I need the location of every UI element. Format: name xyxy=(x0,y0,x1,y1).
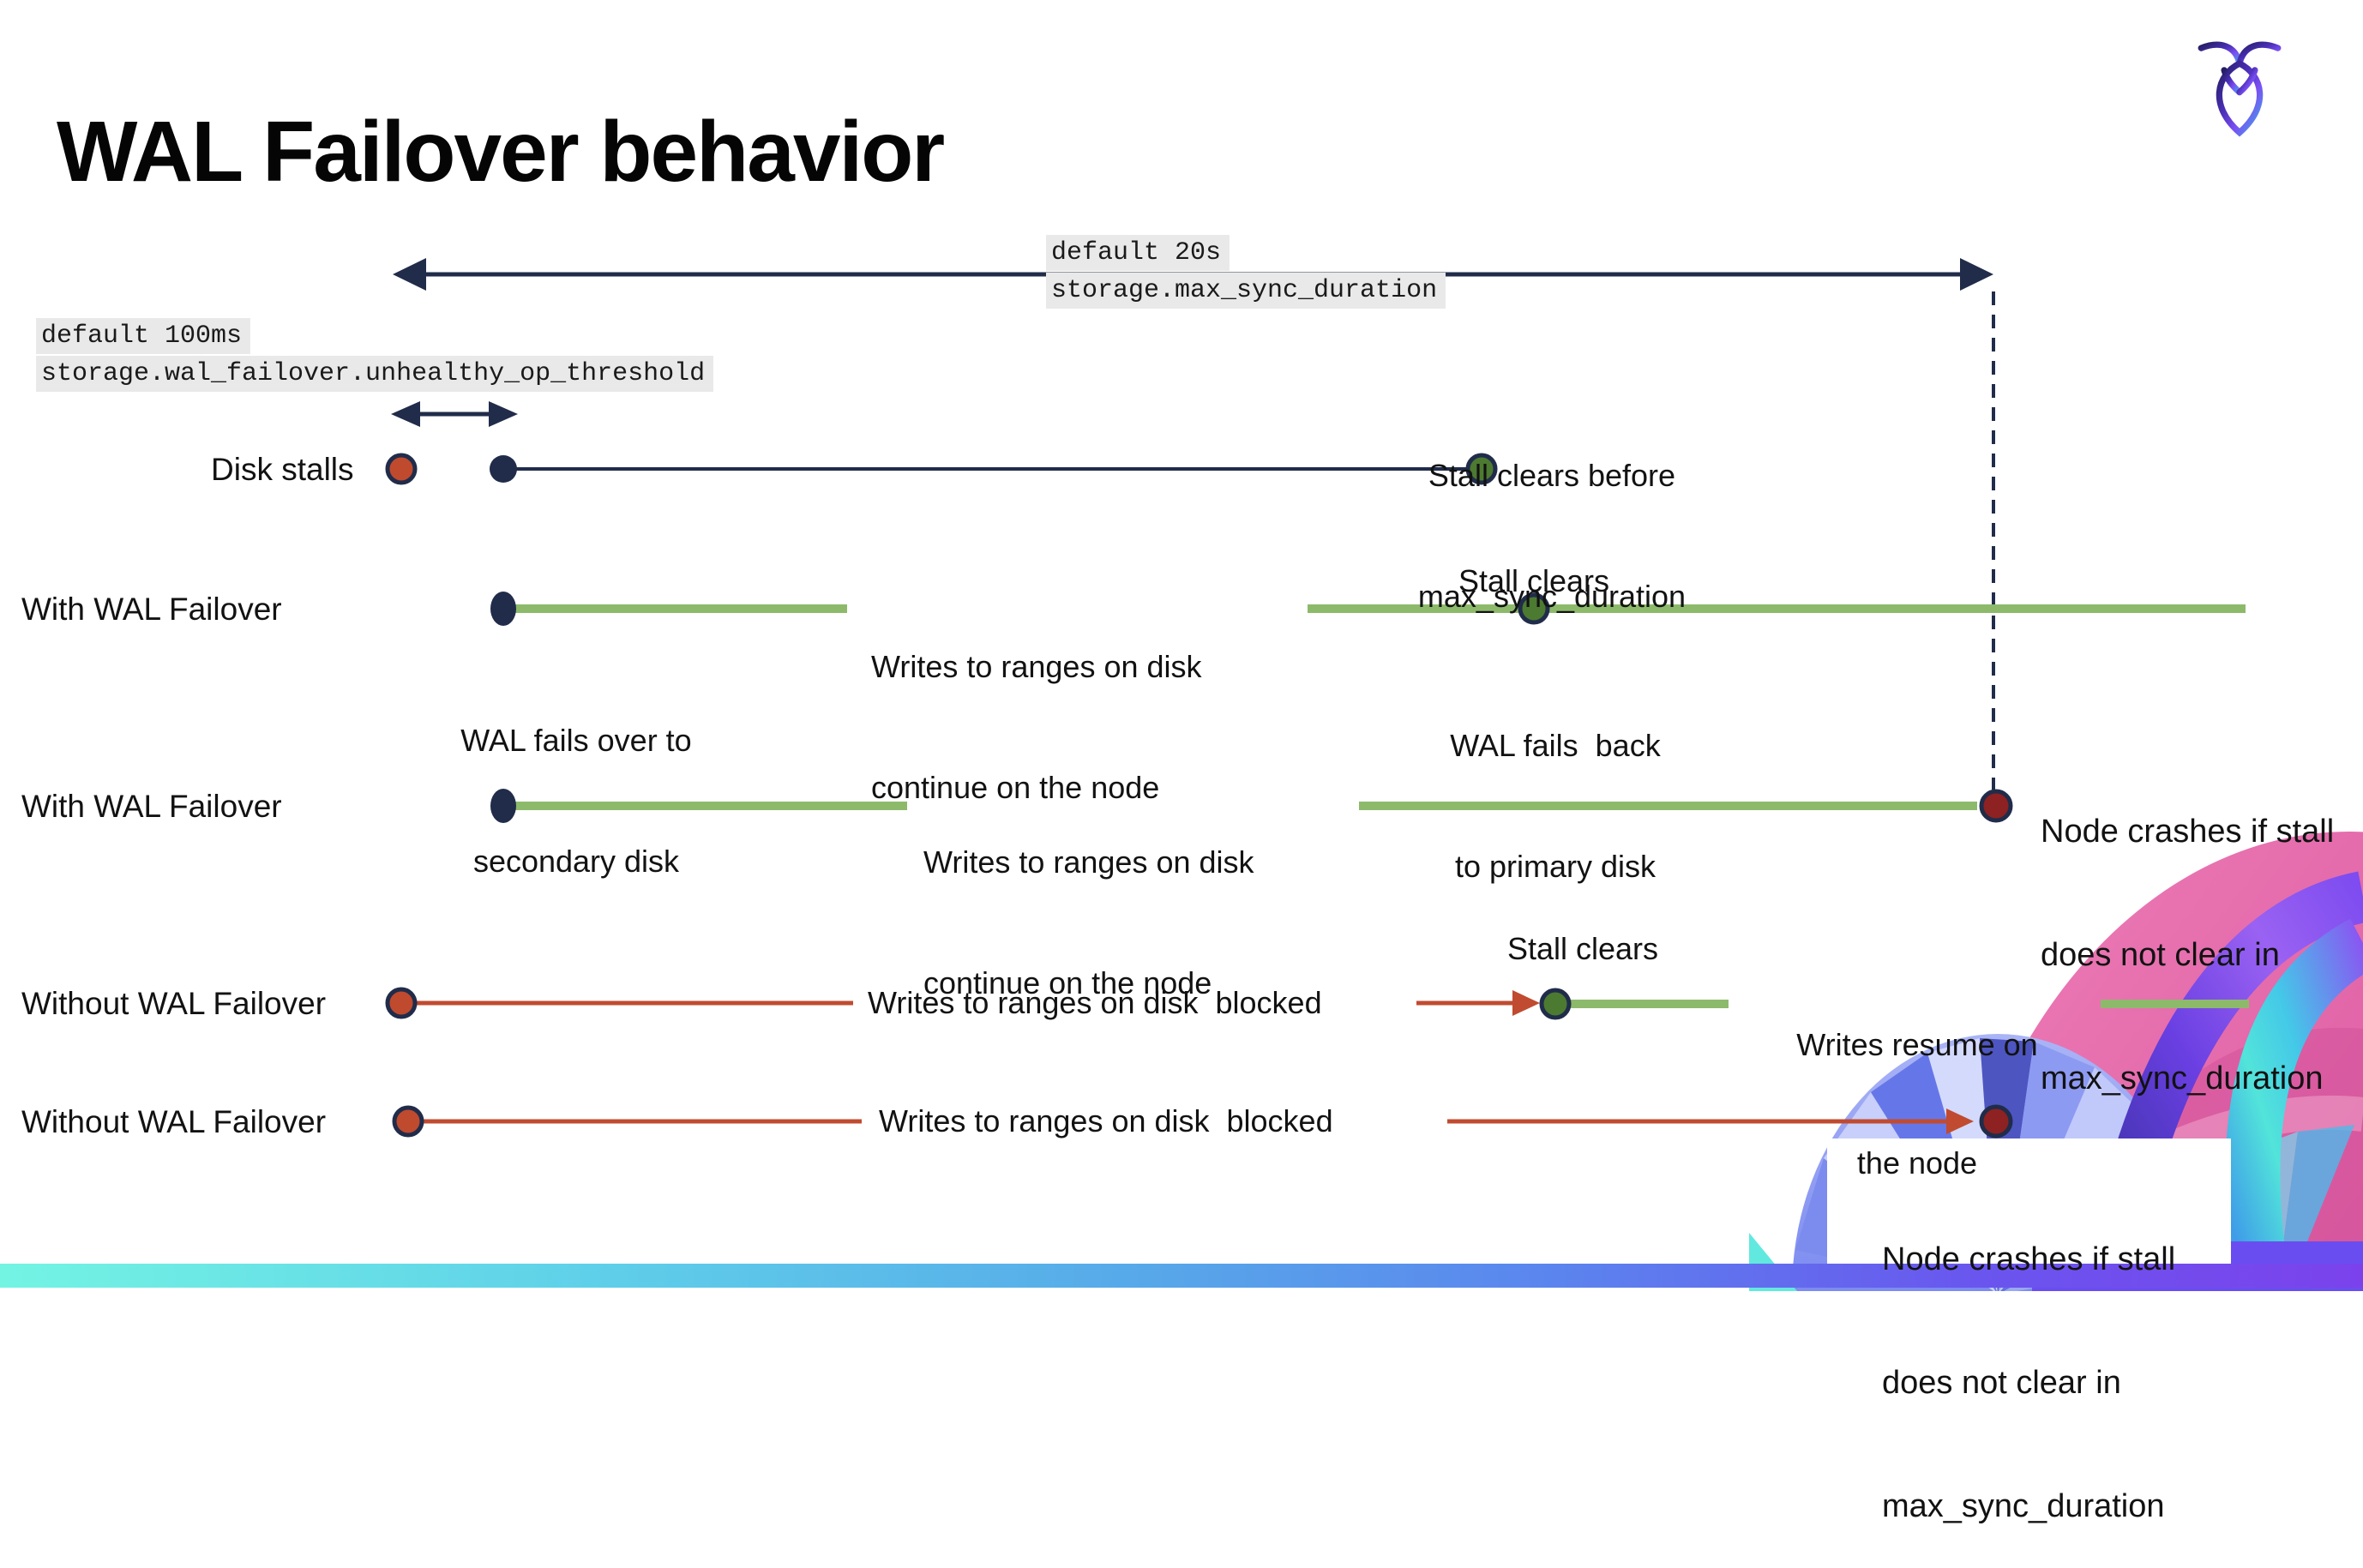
note-wal-fails-over: WAL fails over to secondary disk xyxy=(460,723,692,879)
threshold-default-value: default 100ms xyxy=(36,318,251,354)
page-title: WAL Failover behavior xyxy=(57,104,945,200)
note-node-crashes-right: Node crashes if stall does not clear in … xyxy=(2041,814,2335,1096)
stall-clears-dot xyxy=(1539,988,1572,1020)
note-wal-fails-back: WAL fails back to primary disk xyxy=(1450,728,1661,884)
max-sync-setting-name: storage.max_sync_duration xyxy=(1046,273,1446,309)
note-stall-clears-1: Stall clears xyxy=(1458,563,1610,598)
bottom-gradient-bar xyxy=(0,1264,2363,1288)
note-stall-clears-2: Stall clears xyxy=(1506,931,1659,966)
note-writes-blocked-1: Writes to ranges on disk blocked xyxy=(868,985,1322,1020)
note-writes-resume: Writes resume on the node xyxy=(1796,1027,2038,1181)
arrowhead xyxy=(1512,990,1540,1016)
cockroachdb-logo-icon xyxy=(2198,41,2282,137)
stall-start-dot xyxy=(385,453,418,485)
note-writes-continue-2: Writes to ranges on disk continue on the… xyxy=(923,844,1254,1000)
stall-start-dot xyxy=(392,1105,424,1138)
failover-dot xyxy=(490,592,516,626)
disk-stalls-timeline xyxy=(385,453,1498,485)
note-writes-blocked-2: Writes to ranges on disk blocked xyxy=(879,1103,1333,1138)
row-label-with-wal-failover-1: With WAL Failover xyxy=(21,592,282,627)
note-stall-clears-before: Stall clears before max_sync_duration xyxy=(1417,458,1687,614)
unhealthy-op-threshold-span-arrow xyxy=(391,401,518,427)
threshold-setting-name: storage.wal_failover.unhealthy_op_thresh… xyxy=(36,356,714,392)
row-label-with-wal-failover-2: With WAL Failover xyxy=(21,789,282,824)
stall-start-dot xyxy=(385,987,418,1019)
row-label-without-wal-failover-1: Without WAL Failover xyxy=(21,986,327,1021)
note-node-crashes-box: Node crashes if stall does not clear in … xyxy=(1882,1241,2176,1524)
row-label-without-wal-failover-2: Without WAL Failover xyxy=(21,1104,327,1139)
max-sync-duration-label: default 20s storage.max_sync_duration xyxy=(1046,235,1446,310)
node-crash-callout-box xyxy=(1827,1138,2231,1264)
row-label-disk-stalls: Disk stalls xyxy=(211,452,354,487)
note-writes-continue-1: Writes to ranges on disk continue on the… xyxy=(871,649,1202,805)
unhealthy-op-threshold-label: default 100ms storage.wal_failover.unhea… xyxy=(36,318,714,394)
failover-trigger-dot xyxy=(490,455,517,483)
max-sync-default-value: default 20s xyxy=(1046,235,1230,271)
